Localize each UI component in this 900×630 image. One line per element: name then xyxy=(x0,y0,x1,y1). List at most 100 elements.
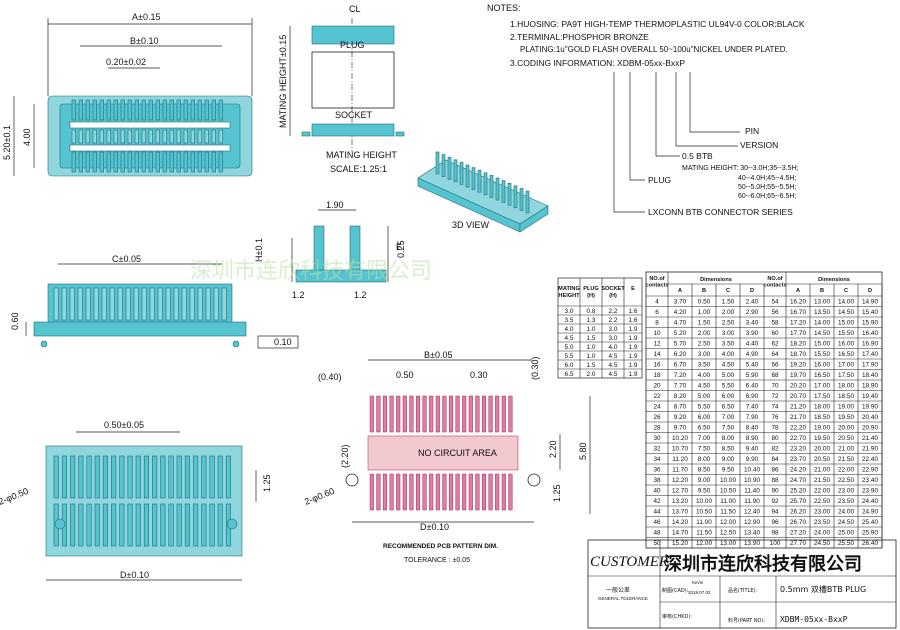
dimension-table-cell: 15.40 xyxy=(862,309,878,316)
dimension-table-cell: 25.50 xyxy=(838,540,854,547)
plan-pin xyxy=(106,151,111,173)
dimension-table-cell: 11.50 xyxy=(720,509,736,516)
iso-caption: 3D VIEW xyxy=(452,220,490,230)
front-pin xyxy=(117,287,123,321)
pcb-pad xyxy=(396,395,401,433)
dimension-table-cell: 23.70 xyxy=(790,456,806,463)
plan-pin xyxy=(71,151,76,173)
dimension-table-cell: 86 xyxy=(771,467,779,474)
dimension-table-cell: 22.50 xyxy=(838,477,854,484)
dimension-table-cell: 24.70 xyxy=(790,477,806,484)
dimension-table-cell: 8.50 xyxy=(722,446,735,453)
plan-pin xyxy=(141,129,146,144)
front-pin xyxy=(149,287,155,321)
dimension-table-cell: 6.00 xyxy=(722,393,735,400)
mating-table-cell: 3.5 xyxy=(565,317,574,324)
plan-pin xyxy=(148,129,153,144)
dimension-table-cell: 24.20 xyxy=(790,467,806,474)
dimension-table-cell: 16.50 xyxy=(814,372,830,379)
dimension-table-cell: 40 xyxy=(653,488,661,495)
bottom-pin xyxy=(160,503,166,547)
dimension-table-cell: 18.00 xyxy=(838,383,854,390)
bottom-pin xyxy=(152,455,158,499)
front-pin xyxy=(213,287,219,321)
bottom-pin xyxy=(94,503,100,547)
dimension-table-cell: 23.50 xyxy=(814,519,830,526)
plan-pin xyxy=(155,129,160,144)
dimension-table-cell: 74 xyxy=(771,404,779,411)
front-pin xyxy=(77,287,83,321)
dimension-table-cell: 21.00 xyxy=(814,467,830,474)
made-by: Kevin xyxy=(692,580,704,585)
plan-pin xyxy=(162,99,167,121)
dimension-table-cell: 13.00 xyxy=(720,540,736,547)
pcb-pad xyxy=(376,395,381,433)
plan-pin xyxy=(141,99,146,121)
plan-pin xyxy=(85,99,90,121)
pcb-pad xyxy=(455,473,460,511)
dimension-table-cell: 8.40 xyxy=(746,425,759,432)
dimension-table-cell: 2.00 xyxy=(698,330,711,337)
mating-table-cell: 1.5 xyxy=(587,335,596,342)
dimension-table-cell: 16.90 xyxy=(862,341,878,348)
bottom-pin xyxy=(184,503,190,547)
dimension-table-cell: 10.40 xyxy=(744,467,760,474)
code-plug: PLUG xyxy=(648,175,671,185)
plan-pin xyxy=(190,99,195,121)
dimension-table-cell: 0.50 xyxy=(698,299,711,306)
plan-pin xyxy=(169,129,174,144)
plan-pin xyxy=(134,151,139,173)
bottom-pin xyxy=(86,503,92,547)
socket-housing xyxy=(311,51,395,109)
mating-table-cell: 1.0 xyxy=(587,353,596,360)
dim-400: 4.00 xyxy=(22,128,32,146)
no-circuit-area xyxy=(367,435,519,471)
dimension-table-cell: 18.00 xyxy=(814,404,830,411)
customer-label: CUSTOMER xyxy=(590,554,668,570)
dimension-table-cell: 68 xyxy=(771,372,779,379)
dim-12a: 1.2 xyxy=(292,290,305,300)
dimension-table-cell: 84 xyxy=(771,456,779,463)
dimension-table-cell: 5.50 xyxy=(722,383,735,390)
dim-050b: 2-φ0.50 xyxy=(0,486,30,507)
dimension-table-cell: 10.20 xyxy=(672,435,688,442)
dimension-table-cell: 10 xyxy=(653,330,661,337)
tolerance-subtitle: GENERAL TOLERANCE xyxy=(598,596,648,601)
dimension-table-cell: 6.00 xyxy=(698,414,711,421)
dimension-table-cell: 1.00 xyxy=(698,309,711,316)
dimension-table-cell: 76 xyxy=(771,414,779,421)
bottom-pin xyxy=(143,503,149,547)
dimension-table-cell: 9.50 xyxy=(722,467,735,474)
dimension-table-cell: 6.20 xyxy=(674,351,687,358)
plan-pin xyxy=(92,129,97,144)
plug-housing xyxy=(311,25,395,45)
plan-pin xyxy=(78,151,83,173)
plan-pin xyxy=(134,99,139,121)
dimension-table-cell: 58 xyxy=(771,320,779,327)
pcb-pad xyxy=(435,395,440,433)
iso-view: 3D VIEW xyxy=(417,151,549,233)
dimension-table-cell: 38 xyxy=(653,477,661,484)
dimension-table-cell: 12.20 xyxy=(672,477,688,484)
dimension-table-cell: 54 xyxy=(771,299,779,306)
plan-pin xyxy=(155,151,160,173)
bottom-pin xyxy=(111,455,117,499)
dimension-table-cell: 94 xyxy=(771,509,779,516)
mating-table-cell: 2.0 xyxy=(587,371,596,378)
dimension-table-cell: 30 xyxy=(653,435,661,442)
dimension-table-cell: 24.00 xyxy=(838,509,854,516)
front-pin xyxy=(125,287,131,321)
plan-pin xyxy=(120,129,125,144)
bottom-pin xyxy=(94,455,100,499)
bottom-pin xyxy=(217,455,223,499)
plan-pin xyxy=(92,151,97,173)
dim-d010b: D±0.10 xyxy=(120,570,149,580)
pcb-pad xyxy=(369,395,374,433)
dimension-table-cell: 17.50 xyxy=(814,393,830,400)
dim-520: 5.20±0.1 xyxy=(2,125,12,160)
code-series: LXCONN BTB CONNECTOR SERIES xyxy=(648,207,793,217)
pcb-pad xyxy=(402,395,407,433)
dimension-table-cell: 23.90 xyxy=(862,488,878,495)
